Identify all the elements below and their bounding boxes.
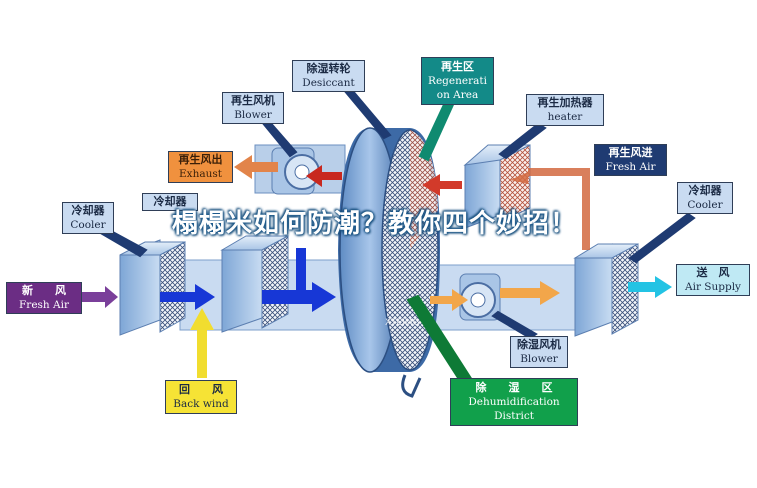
label-cooler-right-en: Cooler <box>687 199 723 211</box>
label-air-supply-en: Air Supply <box>685 281 741 293</box>
label-exhaust-cn: 再生风出 <box>178 153 223 166</box>
label-dehumid-blower-en: Blower <box>520 353 558 365</box>
label-regen-heater-cn: 再生加热器 <box>537 96 593 109</box>
dehumid-blower-unit <box>459 273 501 321</box>
cooler-mid <box>220 235 289 333</box>
regen-exit-arrow <box>306 165 342 187</box>
process-arrow-1 <box>160 284 215 310</box>
label-dehumid-district: 除 湿 区 Dehumidification District <box>450 378 578 426</box>
heated-air-arrow <box>422 174 462 196</box>
dehumid-air-arrow-1 <box>430 289 468 311</box>
label-cooler-left-cn: 冷却器 <box>71 204 105 217</box>
regen-heater-unit <box>463 144 531 229</box>
regen-blower-unit <box>271 147 320 195</box>
label-back-wind: 回 风 Back wind <box>165 380 237 414</box>
fresh-air-arrow <box>82 286 118 308</box>
watermark: XTEIMG <box>385 318 420 328</box>
label-desiccant: 除湿转轮 Desiccant <box>292 60 365 92</box>
air-supply-arrow <box>628 276 672 298</box>
label-cooler-right-cn: 冷却器 <box>688 184 722 197</box>
label-cooler-left-en: Cooler <box>70 219 106 231</box>
desiccant-wheel <box>338 127 440 398</box>
callout-dehumid-blower <box>491 310 538 340</box>
label-dehumid-district-cn: 除 湿 区 <box>475 381 553 394</box>
label-dehumid-blower: 除湿风机 Blower <box>510 336 568 368</box>
label-exhaust: 再生风出 Exhaust <box>168 151 233 183</box>
label-regen-heater: 再生加热器 heater <box>526 94 604 126</box>
label-desiccant-en: Desiccant <box>302 77 355 89</box>
drive-belt <box>401 374 422 398</box>
flow-arrows <box>82 155 672 378</box>
callout-regen-area <box>418 94 458 162</box>
label-air-supply-cn: 送 风 <box>696 266 730 279</box>
label-exhaust-en: Exhaust <box>179 168 222 180</box>
cooler-left <box>119 239 186 336</box>
headline-overlay: 榻榻米如何防潮？教你四个妙招！ <box>171 209 577 239</box>
label-regeneration-area-cn: 再生区 <box>441 60 474 73</box>
label-cooler-left: 冷却器 Cooler <box>62 202 114 234</box>
dehumid-air-arrow-2 <box>500 281 560 305</box>
label-desiccant-cn: 除湿转轮 <box>306 62 351 75</box>
label-fresh-air-in: 新 风 Fresh Air <box>6 282 82 314</box>
label-back-wind-en: Back wind <box>173 398 229 410</box>
process-arrow-vertical <box>296 248 306 296</box>
label-cooler-mid-cn: 冷却器 <box>153 195 187 208</box>
label-cooler-right: 冷却器 Cooler <box>677 182 733 214</box>
callout-cooler-right <box>628 212 696 264</box>
process-arrow-2 <box>262 282 336 312</box>
cooler-right <box>573 243 639 337</box>
back-wind-arrow <box>190 308 214 378</box>
label-air-supply: 送 风 Air Supply <box>676 264 750 296</box>
regen-sector <box>410 130 438 250</box>
regen-fresh-air-arrow <box>510 168 590 250</box>
exhaust-arrow <box>234 155 278 179</box>
label-regen-heater-en: heater <box>547 111 583 123</box>
callout-lines <box>90 89 696 386</box>
label-regen-fresh-air-en: Fresh Air <box>605 161 656 173</box>
label-dehumid-blower-cn: 除湿风机 <box>517 338 561 351</box>
callout-heater <box>498 122 547 160</box>
label-regen-blower-cn: 再生风机 <box>231 94 275 107</box>
label-regen-blower: 再生风机 Blower <box>222 92 284 124</box>
label-fresh-air-in-en: Fresh Air <box>19 299 69 311</box>
label-cooler-mid: 冷却器 <box>142 193 198 211</box>
label-regen-blower-en: Blower <box>234 109 272 121</box>
label-regen-fresh-air-cn: 再生风进 <box>608 146 653 159</box>
label-regen-fresh-air: 再生风进 Fresh Air <box>594 144 667 176</box>
label-dehumid-district-en: Dehumidification District <box>468 396 560 422</box>
label-regeneration-area-en: Regenerati on Area <box>428 75 487 101</box>
label-regeneration-area: 再生区 Regenerati on Area <box>421 57 494 105</box>
label-fresh-air-in-cn: 新 风 <box>22 284 66 297</box>
label-back-wind-cn: 回 风 <box>179 383 223 396</box>
